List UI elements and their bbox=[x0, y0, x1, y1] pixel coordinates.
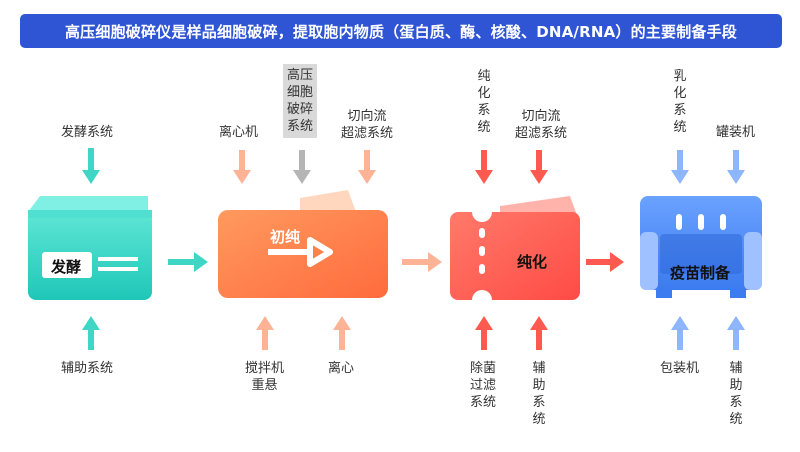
flow-arrow-2 bbox=[402, 252, 442, 272]
ferment-bottom-arrow bbox=[82, 316, 100, 350]
vaccine-box bbox=[640, 196, 762, 298]
ferment-box bbox=[28, 196, 152, 300]
initial-top-label-2: 高压 细胞 破碎 系统 bbox=[283, 64, 318, 138]
vaccine-stage-name: 疫苗制备 bbox=[670, 264, 731, 282]
initial-top-label-3: 切向流 超滤系统 bbox=[341, 109, 394, 141]
flow-arrow-1 bbox=[168, 252, 208, 272]
initial-bottom-arrow-1 bbox=[256, 316, 274, 350]
purify-bottom-label-1: 除菌 过滤 系统 bbox=[470, 361, 497, 410]
purify-top-arrow-2 bbox=[530, 150, 548, 184]
purify-top-label-2: 切向流 超滤系统 bbox=[515, 109, 568, 141]
purify-bottom-arrow-1 bbox=[475, 316, 493, 350]
initial-top-label-1: 离心机 bbox=[219, 125, 259, 140]
flow-arrow-3 bbox=[586, 252, 624, 272]
title-banner: 高压细胞破碎仪是样品细胞破碎，提取胞内物质（蛋白质、酶、核酸、DNA/RNA）的… bbox=[20, 14, 782, 48]
ferment-top-label: 发酵系统 bbox=[61, 125, 114, 140]
vaccine-bottom-arrow-2 bbox=[727, 316, 745, 350]
initial-box bbox=[218, 190, 388, 298]
ferment-bottom-label: 辅助系统 bbox=[61, 361, 114, 376]
ferment-stage-name: 发酵 bbox=[51, 258, 82, 276]
initial-top-arrow-3 bbox=[358, 150, 376, 184]
vaccine-top-label-1: 乳 化 系 统 bbox=[673, 69, 687, 135]
purify-top-label-1: 纯 化 系 统 bbox=[477, 69, 491, 135]
initial-bottom-arrow-2 bbox=[333, 316, 351, 350]
initial-stage-name: 初纯 bbox=[270, 228, 301, 246]
vaccine-top-arrow-2 bbox=[727, 150, 745, 184]
initial-bottom-label-1: 搅拌机 重悬 bbox=[245, 361, 285, 393]
vaccine-bottom-arrow-1 bbox=[671, 316, 689, 350]
vaccine-top-label-2: 罐装机 bbox=[716, 125, 756, 140]
initial-bottom-label-2: 离心 bbox=[328, 361, 355, 376]
purify-bottom-label-2: 辅 助 系 统 bbox=[532, 361, 546, 427]
purify-top-arrow-1 bbox=[475, 150, 493, 184]
initial-top-arrow-2 bbox=[293, 150, 311, 184]
purify-box bbox=[450, 196, 580, 300]
purify-bottom-arrow-2 bbox=[530, 316, 548, 350]
vaccine-top-arrow-1 bbox=[671, 150, 689, 184]
initial-top-arrow-1 bbox=[233, 150, 251, 184]
ferment-top-arrow bbox=[82, 148, 100, 184]
vaccine-bottom-label-2: 辅 助 系 统 bbox=[729, 361, 743, 427]
purify-stage-name: 纯化 bbox=[517, 253, 548, 271]
vaccine-bottom-label-1: 包装机 bbox=[660, 361, 700, 376]
